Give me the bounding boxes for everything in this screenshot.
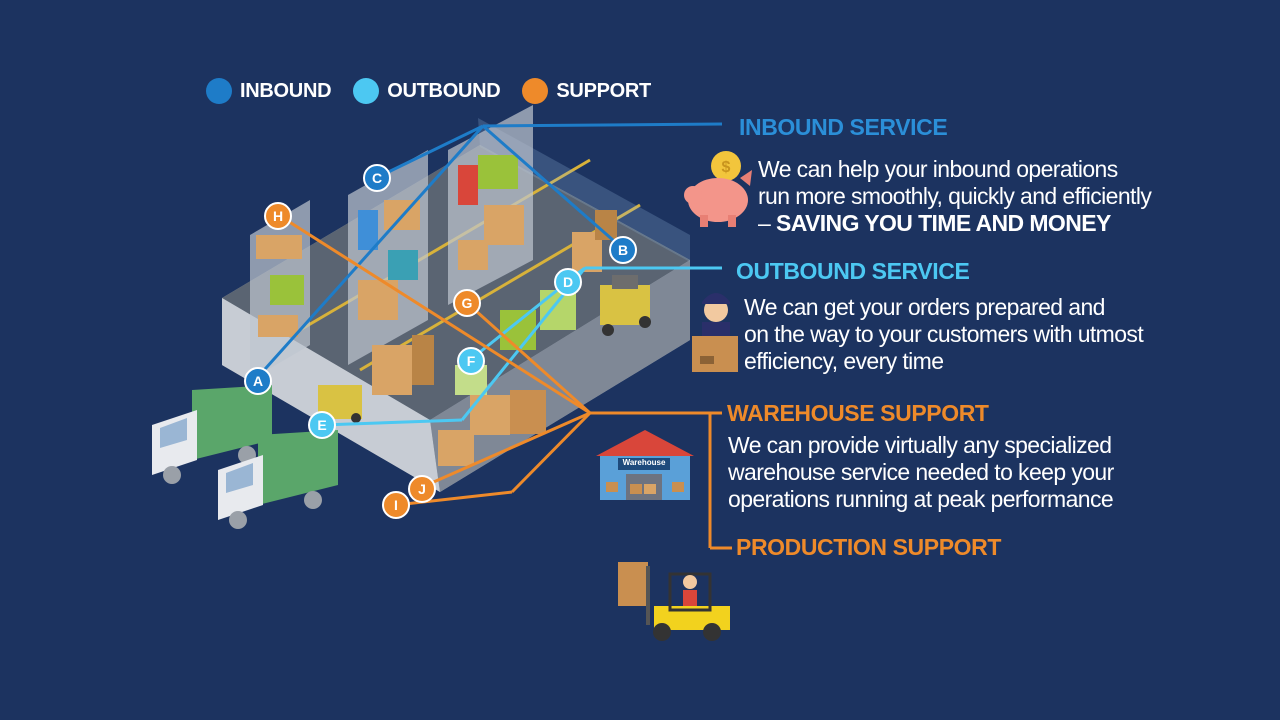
warehouse-line-2: warehouse service needed to keep your [728, 459, 1114, 485]
warehouse-support-text: We can provide virtually any specialized… [728, 432, 1114, 513]
support-connectors [279, 214, 732, 550]
shelving-racks [250, 105, 533, 380]
piggy-bank-icon: $ [684, 151, 752, 227]
warehouse-line-3: operations running at peak performance [728, 486, 1114, 512]
legend-outbound: OUTBOUND [353, 78, 501, 104]
node-d: D [554, 268, 582, 296]
inbound-connectors [255, 122, 723, 380]
svg-text:$: $ [722, 159, 731, 176]
legend-outbound-label: OUTBOUND [387, 79, 501, 102]
node-g: G [453, 289, 481, 317]
inbound-service-title: INBOUND SERVICE [739, 114, 948, 140]
outbound-service-text: We can get your orders prepared and on t… [744, 294, 1144, 375]
warehouse-building-icon [596, 430, 694, 500]
legend-support-label: SUPPORT [556, 79, 651, 102]
legend: INBOUND OUTBOUND SUPPORT [206, 78, 651, 104]
delivery-trucks [152, 385, 338, 529]
inbound-dot-icon [206, 78, 232, 104]
node-a: A [244, 367, 272, 395]
legend-inbound: INBOUND [206, 78, 332, 104]
node-f: F [457, 347, 485, 375]
warehouse-support-title: WAREHOUSE SUPPORT [727, 400, 989, 426]
delivery-worker-icon [692, 293, 738, 372]
inbound-line-1: We can help your inbound operations [758, 156, 1118, 182]
warehouse-sign: Warehouse [622, 458, 666, 467]
outbound-dot-icon [353, 78, 380, 104]
node-i: I [382, 491, 410, 519]
inbound-line-3: – SAVING YOU TIME AND MONEY [758, 210, 1151, 237]
forklift-icon [618, 562, 730, 641]
outbound-line-1: We can get your orders prepared and [744, 294, 1105, 320]
inbound-service-text: We can help your inbound operations run … [758, 156, 1152, 237]
node-c: C [363, 164, 391, 192]
outbound-service-title: OUTBOUND SERVICE [736, 258, 970, 284]
inbound-line-3-prefix: – [758, 210, 776, 236]
production-support-title: PRODUCTION SUPPORT [736, 534, 1001, 560]
node-h: H [264, 202, 292, 230]
support-dot-icon [522, 78, 549, 104]
outbound-line-3: efficiency, every time [744, 348, 944, 374]
inbound-line-3-emphasis: SAVING YOU TIME AND MONEY [775, 210, 1111, 236]
node-e: E [308, 411, 336, 439]
inbound-line-2: run more smoothly, quickly and efficient… [758, 183, 1152, 209]
node-j: J [408, 475, 436, 503]
warehouse-line-1: We can provide virtually any specialized [728, 432, 1112, 458]
node-b: B [609, 236, 637, 264]
legend-inbound-label: INBOUND [240, 79, 332, 102]
outbound-line-2: on the way to your customers with utmost [744, 321, 1144, 347]
legend-support: SUPPORT [522, 78, 651, 104]
